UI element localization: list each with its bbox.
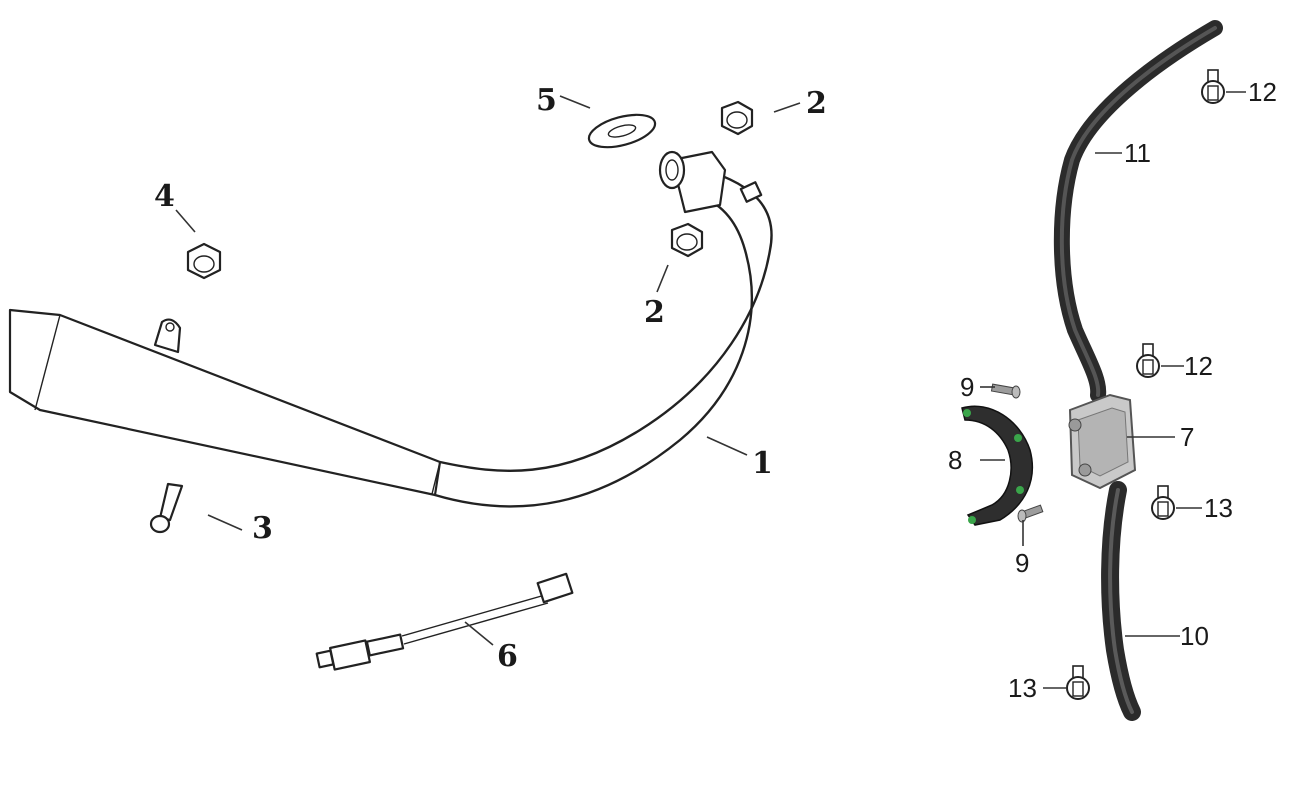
clamp-mid-icon <box>1136 343 1160 378</box>
screw-upper-icon <box>990 383 1021 399</box>
callout-2-nut-lower: 2 <box>644 295 665 330</box>
callout-5-gasket: 5 <box>536 83 557 118</box>
callout-10-hose-lower: 10 <box>1180 621 1209 651</box>
callout-2-nut-upper: 2 <box>806 86 827 121</box>
callout-1-exhaust-pipe: 1 <box>752 446 773 481</box>
callout-6-oxygen-sensor: 6 <box>497 639 518 674</box>
callout-7-valve: 7 <box>1180 422 1194 452</box>
callout-8-bracket: 8 <box>948 445 962 475</box>
callout-12-clamp-top: 12 <box>1248 77 1277 107</box>
clamp-right-icon <box>1151 485 1175 520</box>
gasket-icon <box>587 113 657 149</box>
nut-left-icon <box>186 242 222 280</box>
bracket-icon <box>961 405 1034 526</box>
callout-3-bolt: 3 <box>252 511 273 546</box>
callout-13-clamp-bottom: 13 <box>1008 673 1037 703</box>
oxygen-sensor-icon <box>315 572 574 671</box>
pipe-flange <box>670 150 727 214</box>
hose-lower-icon <box>1101 481 1141 721</box>
callout-labels: 1 2 2 3 4 5 6 7 8 9 9 10 11 12 12 13 13 <box>154 77 1277 703</box>
muffler <box>8 308 442 497</box>
screw-lower-icon <box>1017 504 1044 523</box>
header-pipe <box>439 168 773 472</box>
callout-11-hose-upper: 11 <box>1124 138 1151 168</box>
callout-12-clamp-mid: 12 <box>1184 351 1213 381</box>
leader-lines <box>175 91 1246 689</box>
callout-13-clamp-right: 13 <box>1204 493 1233 523</box>
bolt-icon <box>149 482 184 534</box>
callout-9-screw-upper: 9 <box>960 372 974 402</box>
clamp-top-icon <box>1201 69 1225 104</box>
callout-9-screw-lower: 9 <box>1015 548 1029 578</box>
clamp-bottom-icon <box>1066 665 1090 700</box>
valve-icon <box>1068 393 1137 490</box>
nut-lower-icon <box>670 222 704 258</box>
hose-upper-icon <box>1053 20 1223 403</box>
exhaust-pipe-assembly <box>8 150 773 508</box>
nut-upper-icon <box>720 100 754 136</box>
callout-4-nut-left: 4 <box>154 179 175 214</box>
